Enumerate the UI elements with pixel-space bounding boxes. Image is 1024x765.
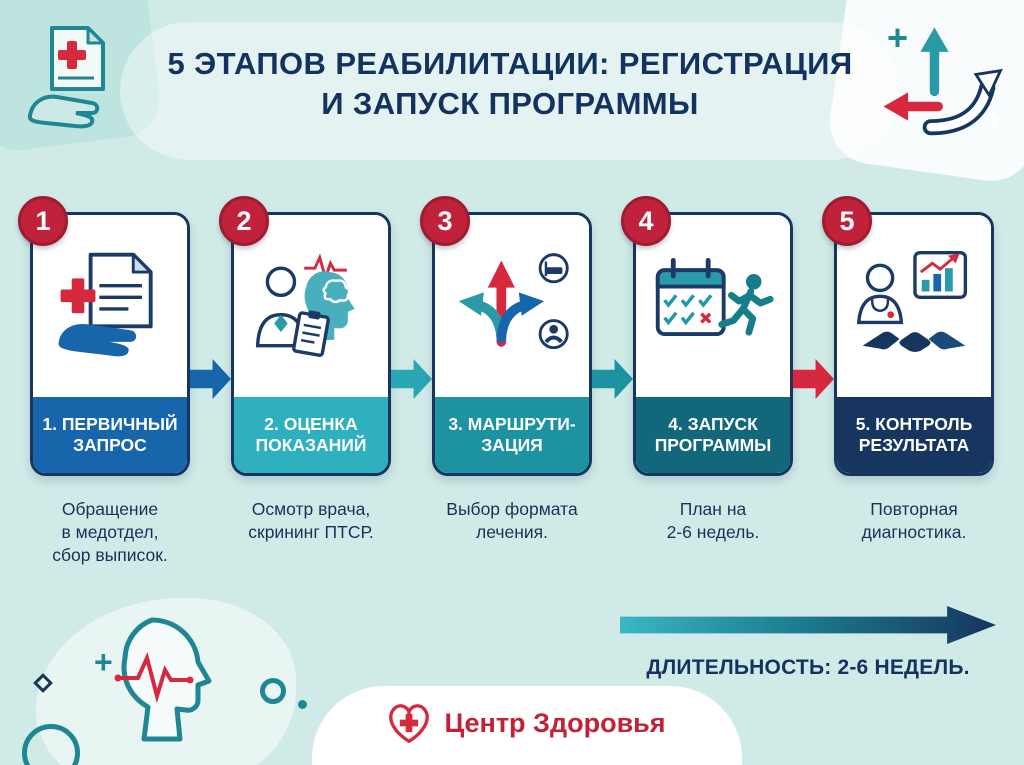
step-icon-area [234, 215, 388, 397]
step-card-3: 3 [420, 196, 592, 544]
duration-timeline: ДЛИТЕЛЬНОСТЬ: 2-6 НЕДЕЛЬ. [620, 606, 996, 680]
step-card-body: 5. КОНТРОЛЬ РЕЗУЛЬТАТА [834, 212, 994, 476]
heart-cross-icon [389, 704, 430, 743]
logo: Центр Здоровья [325, 698, 725, 748]
step-description: Повторная диагностика. [861, 499, 967, 543]
routing-arrows-icon [458, 253, 569, 350]
step-icon-area [33, 215, 187, 397]
calendar-runner-icon [655, 258, 774, 337]
timeline-arrow-icon [620, 606, 996, 644]
doctor-screening-icon [255, 253, 355, 357]
decor-diamond-outline [33, 673, 53, 693]
step-label: 5. КОНТРОЛЬ РЕЗУЛЬТАТА [837, 397, 991, 473]
hand-document-icon [24, 22, 124, 136]
step-description: Осмотр врача, скрининг ПТСР. [248, 499, 374, 543]
logo-text: Центр Здоровья [444, 707, 666, 738]
step-number-badge: 1 [18, 196, 68, 246]
steps-row: 1 1. ПЕРВИЧНЫЙ ЗАПРОС Обраще [18, 196, 994, 567]
arrow-right-icon [592, 359, 633, 399]
step-label: 1. ПЕРВИЧНЫЙ ЗАПРОС [33, 397, 187, 473]
direction-arrows-icon [883, 27, 1003, 136]
step-description: Обращение в медотдел, сбор выписок. [52, 499, 168, 566]
arrow-right-icon [793, 359, 834, 399]
document-hand-icon [58, 252, 153, 357]
step-number-badge: 3 [420, 196, 470, 246]
step-card-body: 2. ОЦЕНКА ПОКАЗАНИЙ [231, 212, 391, 476]
step-card-body: 3. МАРШРУТИ- ЗАЦИЯ [432, 212, 592, 476]
step-card-4: 4 [621, 196, 793, 544]
step-label: 2. ОЦЕНКА ПОКАЗАНИЙ [234, 397, 388, 473]
step-icon-area [837, 215, 991, 397]
arrow-right-icon [391, 359, 432, 399]
hand-document-icon [27, 26, 105, 129]
step-label: 4. ЗАПУСК ПРОГРАММЫ [636, 397, 790, 473]
step-card-body: 4. ЗАПУСК ПРОГРАММЫ [633, 212, 793, 476]
doctor-handshake-chart-icon [856, 250, 968, 353]
head-pulse-icon [114, 617, 212, 742]
page-title: 5 ЭТАПОВ РЕАБИЛИТАЦИИ: РЕГИСТРАЦИЯ И ЗАП… [136, 44, 884, 125]
timeline-label: ДЛИТЕЛЬНОСТЬ: 2-6 НЕДЕЛЬ. [646, 656, 970, 679]
step-number-badge: 4 [621, 196, 671, 246]
head-pulse-icon [90, 606, 242, 764]
step-card-body: 1. ПЕРВИЧНЫЙ ЗАПРОС [30, 212, 190, 476]
step-icon-area [435, 215, 589, 397]
direction-arrows-icon [876, 16, 1008, 148]
step-description: Выбор формата лечения. [446, 499, 578, 543]
step-card-2: 2 [219, 196, 391, 544]
decor-circle-outline [260, 678, 286, 704]
step-description: План на 2-6 недель. [666, 499, 760, 543]
page-title-line1: 5 ЭТАПОВ РЕАБИЛИТАЦИИ: РЕГИСТРАЦИЯ [167, 46, 853, 81]
arrow-right-icon [190, 359, 231, 399]
step-label: 3. МАРШРУТИ- ЗАЦИЯ [435, 397, 589, 473]
decor-circle-outline [22, 724, 80, 765]
step-card-5: 5 [822, 196, 994, 544]
step-number-badge: 5 [822, 196, 872, 246]
decor-dot [298, 700, 307, 709]
page-title-line2: И ЗАПУСК ПРОГРАММЫ [321, 86, 699, 122]
step-number-badge: 2 [219, 196, 269, 246]
step-icon-area [636, 215, 790, 397]
step-card-1: 1 1. ПЕРВИЧНЫЙ ЗАПРОС Обраще [18, 196, 190, 567]
